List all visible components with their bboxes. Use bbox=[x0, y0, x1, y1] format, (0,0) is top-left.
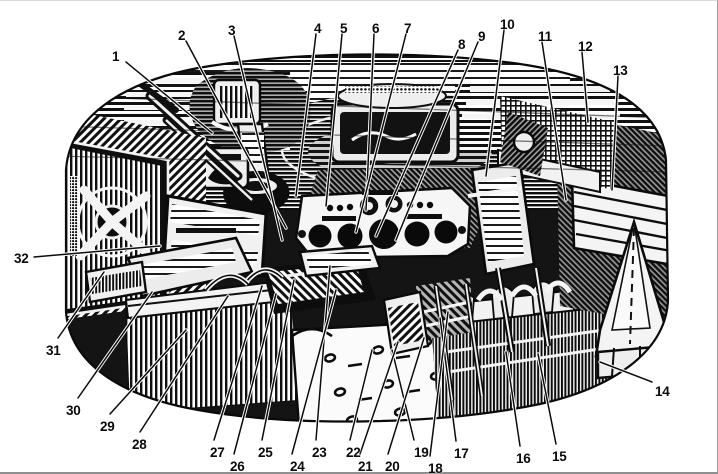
callout-number-6: 6 bbox=[372, 21, 380, 36]
leader-line-8 bbox=[375, 49, 459, 237]
leader-line-1 bbox=[125, 61, 213, 134]
leader-line-31 bbox=[57, 271, 105, 339]
leader-line-23 bbox=[315, 265, 331, 441]
callout-number-18: 18 bbox=[428, 461, 443, 474]
leader-line-4 bbox=[295, 33, 317, 197]
callout-number-8: 8 bbox=[458, 37, 466, 52]
leader-line-18 bbox=[429, 311, 449, 457]
callout-number-1: 1 bbox=[112, 49, 120, 64]
callout-number-5: 5 bbox=[340, 21, 348, 36]
callout-number-17: 17 bbox=[454, 446, 469, 461]
leader-line-2 bbox=[185, 40, 287, 229]
callout-number-23: 23 bbox=[312, 445, 327, 460]
callout-number-11: 11 bbox=[538, 29, 552, 44]
leader-line-32 bbox=[33, 245, 161, 258]
callout-number-10: 10 bbox=[500, 17, 515, 32]
callout-number-16: 16 bbox=[516, 451, 531, 466]
leader-line-24 bbox=[291, 289, 337, 455]
leader-line-21 bbox=[359, 341, 399, 455]
leader-line-11 bbox=[541, 41, 567, 201]
callout-number-24: 24 bbox=[290, 459, 305, 474]
right-armour-wall bbox=[497, 96, 668, 330]
leader-line-26 bbox=[233, 293, 277, 455]
callout-number-31: 31 bbox=[46, 343, 61, 358]
leader-line-30 bbox=[77, 291, 153, 399]
callout-number-30: 30 bbox=[66, 403, 81, 418]
projectile-cone bbox=[594, 217, 668, 380]
leader-line-14 bbox=[599, 361, 653, 383]
leader-line-5 bbox=[325, 33, 343, 207]
gunner-seat-assembly bbox=[84, 236, 254, 304]
leader-line-22 bbox=[349, 349, 373, 441]
callout-number-32: 32 bbox=[14, 251, 29, 266]
leader-lines bbox=[32, 28, 654, 458]
callout-number-14: 14 bbox=[655, 384, 670, 399]
callout-number-13: 13 bbox=[613, 63, 628, 78]
callout-number-9: 9 bbox=[478, 29, 486, 44]
callout-number-27: 27 bbox=[210, 445, 225, 460]
leader-line-20 bbox=[387, 337, 425, 455]
leader-line-17 bbox=[439, 317, 457, 442]
callout-number-12: 12 bbox=[578, 39, 593, 54]
leader-line-9 bbox=[395, 41, 479, 241]
leader-line-12 bbox=[581, 51, 589, 123]
callout-number-2: 2 bbox=[178, 28, 186, 43]
traverse-handwheel bbox=[75, 185, 151, 261]
callout-number-7: 7 bbox=[404, 21, 412, 36]
callout-number-20: 20 bbox=[385, 459, 400, 474]
callout-number-4: 4 bbox=[314, 21, 322, 36]
right-centre-machinery bbox=[467, 112, 573, 353]
leader-line-27 bbox=[213, 285, 263, 441]
leader-line-3 bbox=[233, 35, 283, 241]
callout-number-19: 19 bbox=[414, 445, 429, 460]
callout-number-3: 3 bbox=[228, 23, 236, 38]
callout-number-29: 29 bbox=[100, 419, 115, 434]
callout-number-15: 15 bbox=[552, 449, 567, 464]
callout-number-25: 25 bbox=[258, 445, 273, 460]
leader-line-19 bbox=[391, 349, 415, 441]
callout-number-21: 21 bbox=[358, 459, 373, 474]
leader-line-10 bbox=[485, 29, 505, 177]
leader-line-29 bbox=[109, 329, 187, 415]
leader-line-13 bbox=[611, 75, 619, 191]
leader-line-25 bbox=[261, 279, 295, 441]
callout-number-28: 28 bbox=[132, 437, 147, 452]
compartment-outline bbox=[64, 53, 670, 423]
callout-number-22: 22 bbox=[346, 445, 361, 460]
turret-basket-struts bbox=[382, 278, 485, 401]
leader-line-28 bbox=[139, 295, 229, 433]
leader-line-7 bbox=[355, 33, 407, 233]
callout-number-26: 26 bbox=[230, 459, 245, 474]
leader-line-16 bbox=[505, 351, 521, 447]
leader-line-15 bbox=[537, 353, 557, 445]
